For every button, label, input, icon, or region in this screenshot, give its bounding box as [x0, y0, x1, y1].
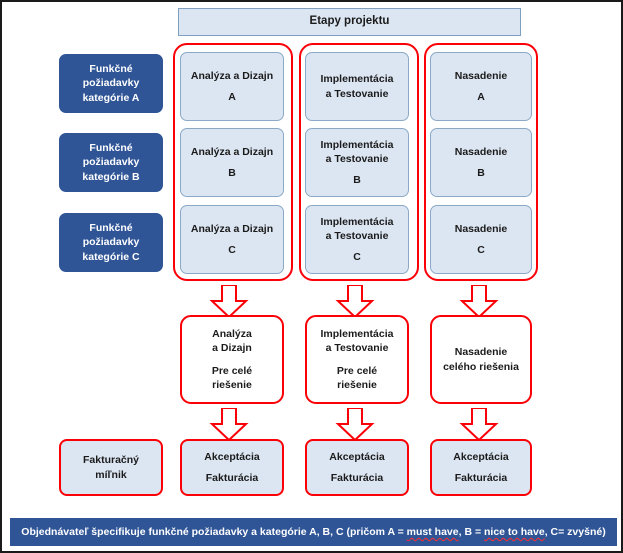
phase-box-nasadenie-c[interactable]: Nasadenie C — [430, 205, 532, 274]
milestone-box-analyza[interactable]: Akceptácia Fakturácia — [180, 439, 284, 496]
arrow-down-nasadenie — [459, 285, 499, 318]
phase-implementacia-c-letter: C — [353, 250, 361, 263]
phase-analyza-c-line1: Analýza a Dizajn — [190, 223, 274, 236]
summary-implementacia-line4: riešenie — [337, 378, 377, 391]
summary-implementacia-line2: a Testovanie — [325, 342, 389, 355]
phase-nasadenie-c-line1: Nasadenie — [454, 223, 508, 236]
banner-spellcheck-must-have: must have — [406, 526, 459, 538]
phase-nasadenie-a-line1: Nasadenie — [454, 70, 508, 83]
milestone-implementacia-line1: Akceptácia — [329, 450, 385, 463]
arrow-down-akceptacia-nasadenie — [459, 408, 499, 441]
summary-nasadenie-line1: Nasadenie — [454, 346, 508, 359]
billing-milestone-line2: míľnik — [95, 468, 127, 481]
bottom-banner: Objednávateľ špecifikuje funkčné požiada… — [10, 518, 617, 546]
phase-nasadenie-b-line1: Nasadenie — [454, 146, 508, 159]
phase-box-implementacia-b[interactable]: Implementácia a Testovanie B — [305, 128, 409, 197]
phase-box-nasadenie-a[interactable]: Nasadenie A — [430, 52, 532, 121]
phase-implementacia-b-line1: Implementácia — [320, 139, 394, 152]
requirement-b-line2: požiadavky — [82, 156, 140, 169]
milestone-analyza-line2: Fakturácia — [205, 472, 259, 484]
phase-implementacia-a-line1: Implementácia — [320, 73, 394, 86]
requirement-c-line3: kategórie C — [82, 250, 140, 263]
phase-nasadenie-b-letter: B — [477, 166, 485, 179]
summary-box-implementacia[interactable]: Implementácia a Testovanie Pre celé rieš… — [305, 315, 409, 404]
summary-box-analyza[interactable]: Analýza a Dizajn Pre celé riešenie — [180, 315, 284, 404]
title-bar: Etapy projektu — [178, 8, 521, 36]
summary-analyza-line3: Pre celé — [211, 364, 253, 377]
requirement-box-a[interactable]: Funkčné požiadavky kategórie A — [59, 54, 163, 113]
phase-box-analyza-b[interactable]: Analýza a Dizajn B — [180, 128, 284, 197]
phase-box-nasadenie-b[interactable]: Nasadenie B — [430, 128, 532, 197]
milestone-analyza-line1: Akceptácia — [204, 450, 260, 463]
banner-spellcheck-nice-to-have: nice to have — [484, 526, 545, 538]
milestone-box-implementacia[interactable]: Akceptácia Fakturácia — [305, 439, 409, 496]
requirement-box-c[interactable]: Funkčné požiadavky kategórie C — [59, 213, 163, 272]
summary-analyza-line2: a Dizajn — [212, 342, 252, 355]
summary-implementacia-line1: Implementácia — [320, 328, 394, 341]
banner-text-part3: , C= zvyšné) — [544, 526, 606, 538]
phase-nasadenie-a-letter: A — [477, 90, 485, 103]
banner-text-part2: , B = — [458, 526, 484, 538]
phase-analyza-a-line1: Analýza a Dizajn — [190, 70, 274, 83]
phase-implementacia-a-line2: a Testovanie — [325, 87, 389, 100]
phase-implementacia-b-letter: B — [353, 173, 361, 186]
requirement-a-line1: Funkčné — [89, 63, 133, 76]
banner-text: Objednávateľ špecifikuje funkčné požiada… — [21, 526, 605, 538]
phase-implementacia-c-line1: Implementácia — [320, 216, 394, 229]
billing-milestone-line1: Fakturačný — [82, 454, 140, 467]
arrow-down-analyza — [209, 285, 249, 318]
milestone-nasadenie-line2: Fakturácia — [454, 472, 508, 484]
phase-analyza-b-letter: B — [228, 166, 236, 179]
banner-text-part1: Objednávateľ špecifikuje funkčné požiada… — [21, 526, 407, 538]
milestone-implementacia-line2: Fakturácia — [330, 472, 384, 484]
phase-box-implementacia-c[interactable]: Implementácia a Testovanie C — [305, 205, 409, 274]
requirement-b-line1: Funkčné — [89, 142, 133, 155]
arrow-down-akceptacia-analyza — [209, 408, 249, 441]
phase-box-analyza-c[interactable]: Analýza a Dizajn C — [180, 205, 284, 274]
phase-analyza-b-line1: Analýza a Dizajn — [190, 146, 274, 159]
requirement-c-line1: Funkčné — [89, 222, 133, 235]
arrow-down-implementacia — [335, 285, 375, 318]
summary-implementacia-line3: Pre celé — [336, 364, 378, 377]
phase-box-implementacia-a[interactable]: Implementácia a Testovanie — [305, 52, 409, 121]
summary-box-nasadenie[interactable]: Nasadenie celého riešenia — [430, 315, 532, 404]
phase-box-analyza-a[interactable]: Analýza a Dizajn A — [180, 52, 284, 121]
requirement-a-line3: kategórie A — [82, 91, 140, 104]
requirement-box-b[interactable]: Funkčné požiadavky kategórie B — [59, 133, 163, 192]
milestone-nasadenie-line1: Akceptácia — [453, 450, 509, 463]
phase-implementacia-b-line2: a Testovanie — [325, 153, 389, 166]
summary-analyza-line4: riešenie — [212, 378, 252, 391]
phase-analyza-a-letter: A — [228, 90, 236, 103]
requirement-c-line2: požiadavky — [82, 236, 140, 249]
billing-milestone-box[interactable]: Fakturačný míľnik — [59, 439, 163, 496]
phase-analyza-c-letter: C — [228, 243, 236, 256]
phase-nasadenie-c-letter: C — [477, 243, 485, 256]
phase-implementacia-c-line2: a Testovanie — [325, 230, 389, 243]
requirement-b-line3: kategórie B — [82, 170, 140, 183]
title-bar-label: Etapy projektu — [309, 15, 390, 28]
summary-nasadenie-line2: celého riešenia — [443, 360, 519, 373]
summary-analyza-line1: Analýza — [212, 328, 252, 341]
arrow-down-akceptacia-implementacia — [335, 408, 375, 441]
milestone-box-nasadenie[interactable]: Akceptácia Fakturácia — [430, 439, 532, 496]
requirement-a-line2: požiadavky — [82, 77, 140, 90]
